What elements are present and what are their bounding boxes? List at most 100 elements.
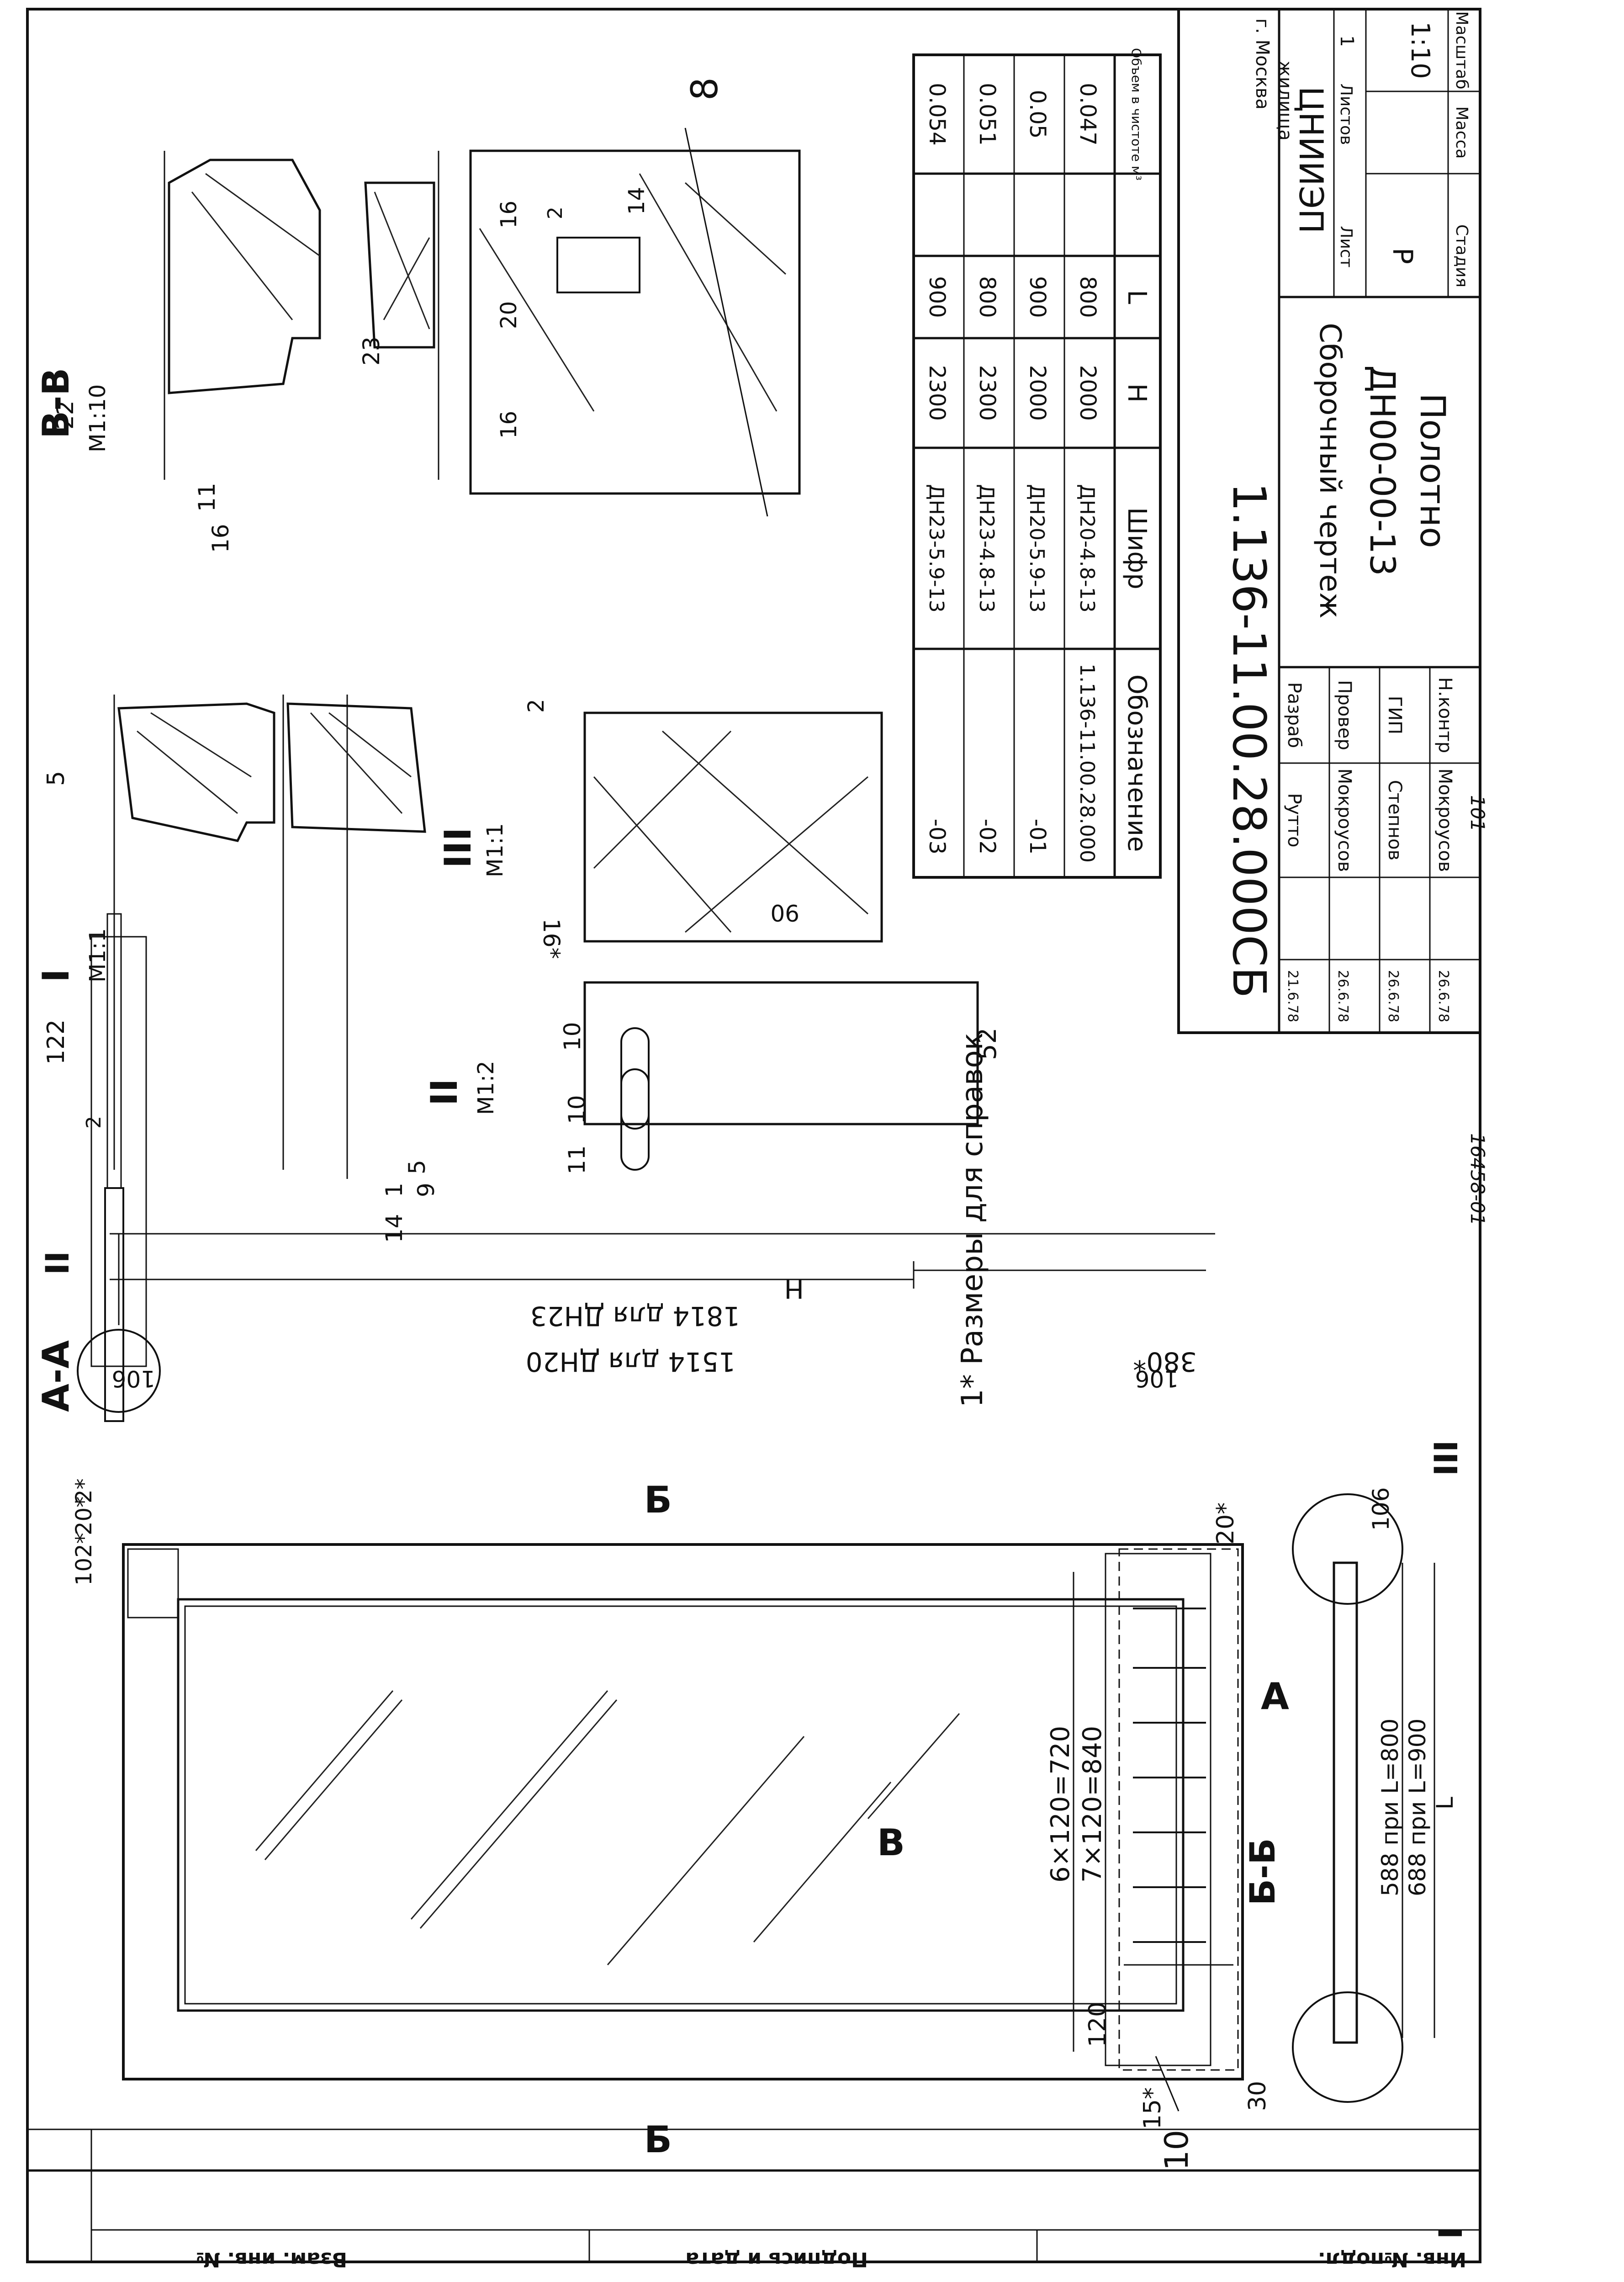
door-elevation <box>122 1543 1244 2080</box>
detail-III-scale: М1:1 <box>482 823 508 877</box>
svg-text:0.05: 0.05 <box>1025 90 1050 139</box>
spec-row: -01 ДН20-5.9-13 2000 900 0.05 <box>1025 90 1050 854</box>
sign-role: Разраб <box>1284 682 1305 748</box>
sign-row-2: ГИП Степнов 26.6.78 <box>1384 696 1405 1022</box>
title-name-1: Полотно <box>1412 393 1453 548</box>
svg-text:1.136-11.00.28.000: 1.136-11.00.28.000 <box>1075 663 1099 863</box>
dim-90: 90 <box>770 899 799 926</box>
margin-strip: Инв. №подл. Подпись и дата Взам. инв. № <box>91 2229 1480 2271</box>
sheets-count: 1 <box>1336 35 1357 47</box>
spec-row: -02 ДН23-4.8-13 2300 800 0.051 <box>974 83 1000 854</box>
svg-text:-03: -03 <box>924 819 950 854</box>
org-sub: жилища <box>1275 60 1296 141</box>
cut-label-v: В <box>877 1821 905 1864</box>
dim-v11: 11 <box>194 483 220 512</box>
cut-label-b-top: Б <box>644 1479 672 1521</box>
col-scale: Масштаб <box>1452 11 1471 89</box>
svg-text:0.054: 0.054 <box>924 83 950 145</box>
detail-I-scale: М1:1 <box>85 928 111 982</box>
sheet-label: Лист <box>1337 226 1355 267</box>
col-mass: Масса <box>1452 106 1471 159</box>
margin-label-inv: Инв. №подл. <box>1318 2248 1466 2271</box>
svg-text:2300: 2300 <box>924 365 950 421</box>
dim-688: 688 при L=900 <box>1404 1719 1431 1896</box>
margin-label-replace: Взам. инв. № <box>196 2248 347 2271</box>
detail-II: II М1:2 90 16* 10 10 11 52 <box>423 899 1002 1174</box>
svg-text:ДН23-4.8-13: ДН23-4.8-13 <box>975 484 998 612</box>
dim-L: L <box>1432 1797 1458 1810</box>
section-vv-label: В-В <box>35 368 77 439</box>
dim-720: 6×120=720 <box>1046 1726 1075 1883</box>
bottom-section-bb: 588 при L=800 688 при L=900 L 106 I III <box>1292 1440 1470 2239</box>
dim-16: 16* <box>538 918 565 959</box>
sign-role: ГИП <box>1384 696 1405 734</box>
dim-14: 14 <box>381 1214 407 1243</box>
dim-v16: 16 <box>207 524 234 553</box>
svg-text:0.051: 0.051 <box>974 83 1000 145</box>
svg-text:ДН20-4.8-13: ДН20-4.8-13 <box>1075 484 1099 612</box>
detail-I: I М1:1 122 5 2 14 1 9 5 <box>35 695 439 1243</box>
dim-20b: 20* <box>1212 1502 1239 1544</box>
dim-23: 23 <box>358 336 385 366</box>
dim-s14: 14 <box>624 187 650 215</box>
note-reference-dims: 1* Размеры для справок <box>956 1033 989 1407</box>
title-name-2: ДН00-00-13 <box>1362 365 1403 576</box>
sign-role: Н.контр <box>1434 677 1455 753</box>
dim-9: 9 <box>413 1183 439 1197</box>
sign-date: 26.6.78 <box>1335 970 1351 1023</box>
svg-text:800: 800 <box>1075 276 1100 318</box>
sheet-frame <box>26 8 1481 2263</box>
margin-label-sign: Подпись и дата <box>685 2248 868 2271</box>
drawing-code: 1.136-11.00.28.000СБ <box>1222 483 1276 998</box>
dim-22: 22 <box>52 400 79 430</box>
elevation-dimensions: 6×120=720 7×120=840 120 15* 30 20* 102* … <box>71 1478 1271 2129</box>
section-vv-scale: М1:10 <box>85 384 111 452</box>
dim-2a: 2* <box>71 1478 97 1503</box>
dim-102: 102* <box>71 1533 97 1586</box>
dim-30: 30 <box>1244 2081 1271 2111</box>
title-name-3: Сборочный чертеж <box>1313 323 1347 618</box>
dim-s16a: 16 <box>496 411 522 439</box>
dim-106c: 106 <box>1368 1487 1394 1531</box>
dim-120: 120 <box>1084 2002 1111 2047</box>
dim-h-total: H <box>784 1273 804 1304</box>
callout-10: 10 <box>1158 2130 1196 2171</box>
sign-role: Провер <box>1334 680 1355 750</box>
spec-row: -03 ДН23-5.9-13 2300 900 0.054 <box>924 83 950 854</box>
dim-2b: 2 <box>524 699 549 713</box>
dim-2: 2 <box>82 1116 106 1129</box>
detail-I-label: I <box>35 969 77 982</box>
section-vv: В-В М1:10 22 23 11 16 16 20 16 2 14 <box>35 149 801 553</box>
dim-h23: 1814 для ДН23 <box>530 1300 740 1332</box>
sign-row-3: Провер Мокроусов 26.6.78 <box>1334 680 1355 1022</box>
glass-hatch <box>255 1690 960 1965</box>
sign-date: 26.6.78 <box>1385 970 1401 1023</box>
dim-106b: 106 <box>1135 1365 1179 1392</box>
svg-text:0.047: 0.047 <box>1075 83 1100 145</box>
dim-122: 122 <box>42 1019 70 1065</box>
dim-h20: 1514 для ДН20 <box>526 1346 735 1377</box>
org-city: г. Москва <box>1252 18 1273 110</box>
sheets-label: Листов <box>1337 84 1355 145</box>
spec-col-code: Шифр <box>1122 507 1152 589</box>
sign-name: Степнов <box>1384 780 1405 860</box>
dim-5b: 5 <box>404 1160 430 1174</box>
spec-col-volume: Объем в чистоте м³ <box>1129 48 1144 180</box>
detail-III: III М1:1 2 <box>437 699 883 943</box>
dim-15: 15* <box>1139 2087 1166 2129</box>
dim-11: 11 <box>564 1145 590 1174</box>
sign-name: Мокроусов <box>1334 769 1355 872</box>
dim-52: 52 <box>973 1028 1002 1060</box>
org-name: ЦНИИЭП <box>1292 86 1330 234</box>
svg-text:900: 900 <box>1025 276 1050 318</box>
spec-header: Обозначение Шифр H L Объем в чистоте м³ <box>1122 48 1152 852</box>
sign-date: 21.6.78 <box>1285 970 1301 1023</box>
spec-col-l: L <box>1122 290 1152 304</box>
sign-row-1: Н.контр Мокроусов 26.6.78 <box>1434 677 1455 1022</box>
section-aa-label: А-А <box>35 1340 77 1412</box>
svg-text:ДН23-5.9-13: ДН23-5.9-13 <box>925 484 948 612</box>
section-bb-label: Б-Б <box>1242 1838 1283 1905</box>
spec-table: Обозначение Шифр H L Объем в чистоте м³ … <box>912 48 1162 879</box>
col-stage: Стадия <box>1452 224 1471 287</box>
cut-label-a: А <box>1261 1675 1289 1718</box>
